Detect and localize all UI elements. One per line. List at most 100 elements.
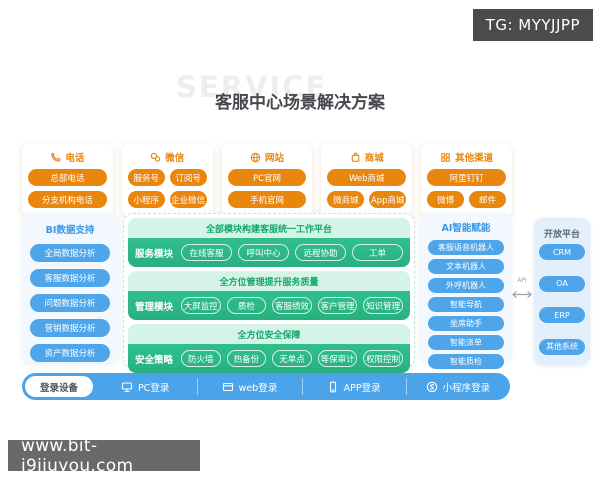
phone-icon [50, 152, 62, 163]
login-seg-label: APP登录 [343, 382, 381, 394]
channel-pill: 小程序 [127, 191, 165, 208]
channel-pill: 分支机构电话 [28, 191, 107, 208]
ai-pill: 智能导航 [428, 297, 504, 312]
section-header: 全方位管理提升服务质量 [128, 271, 410, 291]
channel-pill: 邮件 [469, 191, 506, 208]
website-icon [250, 152, 261, 163]
ai-panel-title: AI智能赋能 [441, 223, 491, 234]
channel-pill: 企业微信 [169, 191, 207, 208]
login-seg-miniprogram: 小程序登录 [405, 373, 510, 400]
pc-icon [121, 381, 133, 393]
channel-title: 其他渠道 [455, 153, 494, 164]
open-platform-panel: 开放平台 CRM OA ERP 其他系统 [534, 218, 590, 365]
bi-panel-title: BI数据支持 [45, 225, 95, 236]
channel-title: 商城 [364, 153, 384, 164]
module-pill: 等保审计 [317, 350, 358, 367]
module-pill: 权限控制 [363, 350, 403, 367]
channel-row: 电话 总部电话 分支机构电话 微信 服务号 订阅号 小程序 企业微信 [22, 143, 512, 217]
ai-panel: AI智能赋能 客服语音机器人 文本机器人 外呼机器人 智能导航 坐席助手 智能派… [421, 213, 511, 369]
channel-card-wechat: 微信 服务号 订阅号 小程序 企业微信 [121, 143, 213, 217]
channel-card-other: 其他渠道 阿里钉钉 微博 邮件 [421, 143, 512, 217]
channel-pill: App商城 [369, 191, 407, 208]
channel-pill: PC官网 [227, 169, 307, 186]
wechat-icon [150, 152, 161, 163]
bi-pill: 客服数据分析 [30, 269, 110, 287]
ai-pill: 智能质检 [428, 354, 504, 369]
web-icon [222, 381, 234, 393]
api-label: API [517, 277, 527, 284]
channel-card-mall: 商城 Web商城 微商城 App商城 [321, 143, 413, 217]
module-pill: 质检 [226, 297, 267, 314]
channel-title: 微信 [165, 153, 185, 164]
module-pill: 无单点 [272, 350, 312, 367]
login-bar-label: 登录设备 [25, 376, 94, 397]
bi-pill: 资产数据分析 [30, 344, 110, 362]
channel-header: 微信 [128, 150, 207, 164]
api-connector: API [508, 277, 536, 303]
channel-header: 其他渠道 [427, 150, 506, 164]
module-pill: 在线客服 [181, 244, 233, 261]
mall-icon [350, 152, 361, 163]
security-section: 全方位安全保障 安全策略 防火墙 热备份 无单点 等保审计 权限控制 [128, 324, 410, 373]
channel-pill: 总部电话 [28, 169, 107, 186]
channel-pill: 微博 [427, 191, 465, 208]
platform-card: 全部模块构建客服统一工作平台 服务模块 在线客服 呼叫中心 远程协助 工单 全方… [123, 213, 415, 373]
band-label: 服务模块 [135, 248, 174, 260]
open-platform-pills: CRM OA ERP 其他系统 [539, 244, 585, 355]
ai-pill: 客服语音机器人 [428, 240, 504, 255]
login-device-bar: 登录设备 PC登录 web登录 APP登录 小程序登录 [22, 373, 510, 400]
module-pill: 知识管理 [363, 297, 403, 314]
bi-data-panel: BI数据支持 全局数据分析 客服数据分析 问题数据分析 营销数据分析 资产数据分… [22, 213, 118, 363]
ai-pill: 文本机器人 [428, 259, 504, 274]
channel-header: 电话 [28, 150, 107, 164]
login-seg-web: web登录 [197, 373, 301, 400]
module-pill: 热备份 [226, 350, 267, 367]
bi-pill: 营销数据分析 [30, 319, 110, 337]
miniprogram-icon [426, 381, 438, 393]
module-pill: 大屏监控 [181, 297, 221, 314]
service-band: 服务模块 在线客服 呼叫中心 远程协助 工单 [128, 238, 410, 267]
open-pill: OA [539, 275, 585, 292]
module-pill: 呼叫中心 [238, 244, 290, 261]
open-pill: CRM [539, 244, 585, 260]
band-label: 管理模块 [135, 301, 174, 313]
bi-pill: 问题数据分析 [30, 294, 110, 312]
module-pill: 客服绩效 [272, 297, 312, 314]
channel-pill: 阿里钉钉 [427, 169, 506, 186]
channel-card-website: 网站 PC官网 手机官网 [221, 143, 313, 217]
login-seg-label: PC登录 [137, 382, 170, 394]
channel-header: 网站 [228, 150, 307, 164]
channel-title: 电话 [65, 153, 85, 164]
open-pill: 其他系统 [539, 338, 585, 355]
channel-pill: 手机官网 [227, 191, 307, 208]
watermark-text: SERVICE [176, 70, 328, 104]
module-pill: 工单 [352, 244, 404, 261]
channel-pill: 订阅号 [169, 169, 207, 186]
section-header: 全部模块构建客服统一工作平台 [128, 218, 410, 238]
channel-card-phone: 电话 总部电话 分支机构电话 [22, 143, 113, 217]
channel-pill: 服务号 [127, 169, 165, 186]
grid-icon [440, 152, 451, 163]
security-band: 安全策略 防火墙 热备份 无单点 等保审计 权限控制 [128, 344, 410, 373]
management-section: 全方位管理提升服务质量 管理模块 大屏监控 质检 客服绩效 客户管理 知识管理 [128, 271, 410, 320]
channel-title: 网站 [264, 153, 284, 164]
bi-pill: 全局数据分析 [30, 244, 110, 262]
double-arrow-icon [509, 284, 535, 303]
login-seg-pc: PC登录 [93, 373, 197, 400]
login-seg-label: 小程序登录 [442, 382, 491, 394]
page-title: 客服中心场景解决方案 [215, 93, 385, 113]
ai-pill: 外呼机器人 [428, 278, 504, 293]
section-header: 全方位安全保障 [128, 324, 410, 344]
app-icon [327, 381, 339, 393]
ai-pill: 坐席助手 [428, 316, 504, 331]
login-seg-app: APP登录 [301, 373, 406, 400]
website-badge: www.bit-j9jiuyou.com [8, 436, 200, 476]
channel-header: 商城 [327, 150, 406, 164]
band-label: 安全策略 [135, 354, 174, 366]
ai-pill: 智能派单 [428, 335, 504, 350]
channel-pill: 微商城 [327, 191, 365, 208]
module-pill: 防火墙 [181, 350, 221, 367]
open-pill: ERP [539, 307, 585, 324]
open-platform-title: 开放平台 [543, 230, 580, 240]
